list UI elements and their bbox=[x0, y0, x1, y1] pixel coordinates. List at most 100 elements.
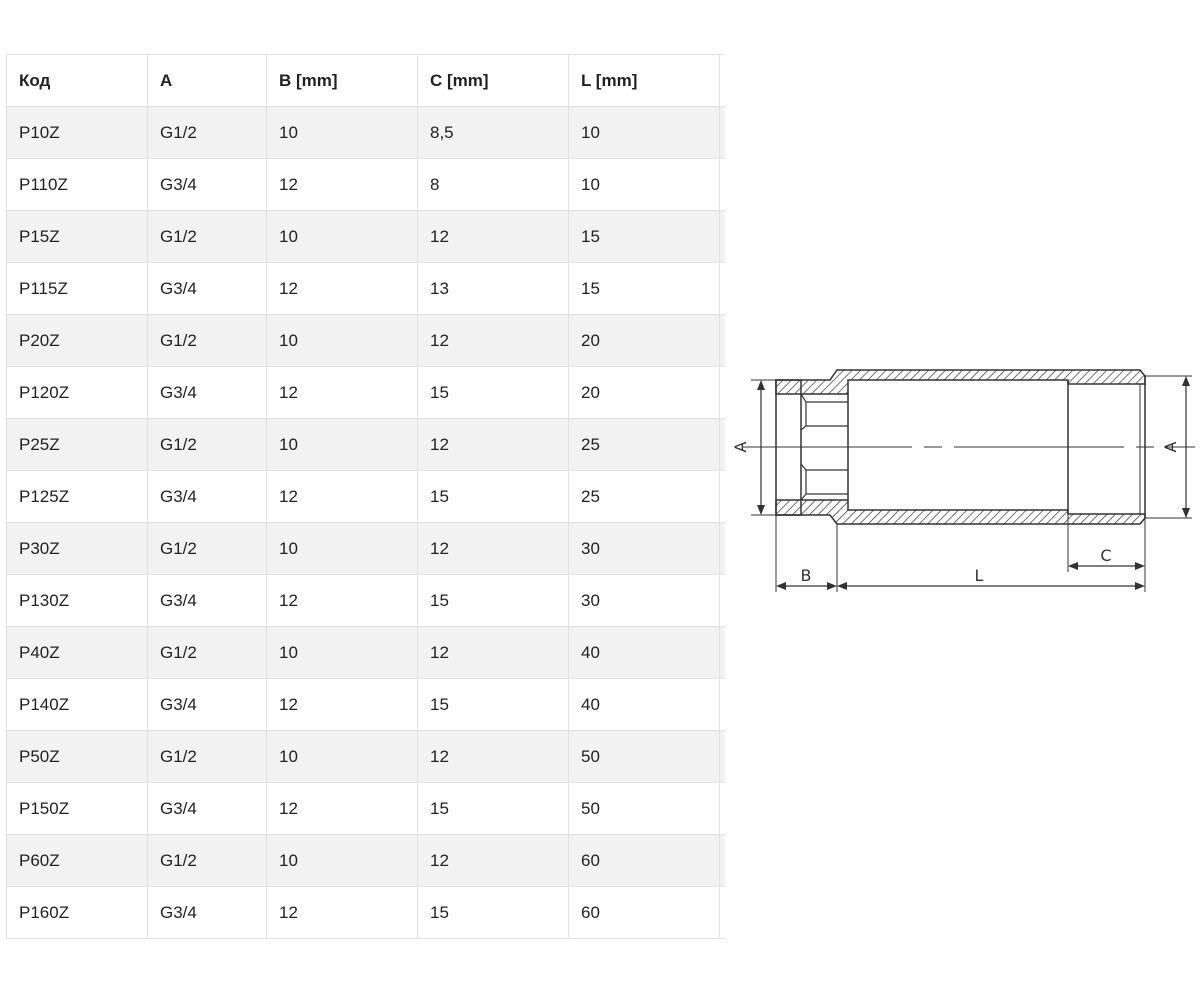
table-cell: P15Z bbox=[6, 210, 148, 263]
table-cell: P120Z bbox=[6, 366, 148, 419]
fitting-drawing: A A B L C bbox=[734, 369, 1195, 592]
table-row-edge bbox=[719, 366, 725, 419]
table-cell: 30 bbox=[568, 522, 720, 575]
table-cell: P130Z bbox=[6, 574, 148, 627]
table-cell: G3/4 bbox=[147, 886, 267, 939]
table-row-edge bbox=[719, 834, 725, 887]
table-cell: P60Z bbox=[6, 834, 148, 887]
table-cell: 10 bbox=[266, 106, 418, 159]
hex-nut-outline bbox=[775, 379, 802, 516]
table-cell: 12 bbox=[266, 262, 418, 315]
table-cell: 12 bbox=[417, 834, 569, 887]
table-cell: 10 bbox=[568, 158, 720, 211]
table-cell: P25Z bbox=[6, 418, 148, 471]
table-cell: G1/2 bbox=[147, 106, 267, 159]
table-cell: P110Z bbox=[6, 158, 148, 211]
table-row-edge bbox=[719, 678, 725, 731]
table-cell: G3/4 bbox=[147, 782, 267, 835]
label-l: L bbox=[975, 566, 984, 585]
table-cell: 15 bbox=[417, 782, 569, 835]
table-cell: P30Z bbox=[6, 522, 148, 575]
table-cell: P125Z bbox=[6, 470, 148, 523]
table-cell: P50Z bbox=[6, 730, 148, 783]
table-cell: 10 bbox=[266, 418, 418, 471]
table-row-edge bbox=[719, 626, 725, 679]
table-cell: 12 bbox=[417, 626, 569, 679]
table-cell: 12 bbox=[266, 158, 418, 211]
fitting-bottom-wall bbox=[775, 499, 1146, 525]
table-cell: 15 bbox=[417, 886, 569, 939]
header-code: Код bbox=[6, 54, 148, 107]
hex-nut-faces bbox=[800, 393, 848, 501]
table-cell: 12 bbox=[266, 366, 418, 419]
table-cell: 25 bbox=[568, 470, 720, 523]
header-b: B [mm] bbox=[266, 54, 418, 107]
table-cell: G1/2 bbox=[147, 730, 267, 783]
table-cell: 50 bbox=[568, 782, 720, 835]
table-cell: 12 bbox=[266, 678, 418, 731]
table-cell: G1/2 bbox=[147, 314, 267, 367]
table-cell: 12 bbox=[266, 470, 418, 523]
table-cell: G3/4 bbox=[147, 366, 267, 419]
table-cell: 15 bbox=[417, 470, 569, 523]
table-cell: P150Z bbox=[6, 782, 148, 835]
table-cell: P115Z bbox=[6, 262, 148, 315]
table-cell: 12 bbox=[417, 314, 569, 367]
table-cell: 50 bbox=[568, 730, 720, 783]
table-cell: 10 bbox=[266, 522, 418, 575]
table-cell: 10 bbox=[266, 834, 418, 887]
table-cell: G1/2 bbox=[147, 834, 267, 887]
table-cell: P20Z bbox=[6, 314, 148, 367]
table-cell: 15 bbox=[568, 262, 720, 315]
table-row-edge bbox=[719, 210, 725, 263]
table-cell: 60 bbox=[568, 834, 720, 887]
table-cell: G1/2 bbox=[147, 626, 267, 679]
table-row-edge bbox=[719, 418, 725, 471]
table-cell: P140Z bbox=[6, 678, 148, 731]
table-cell: 12 bbox=[417, 522, 569, 575]
table-cell: P10Z bbox=[6, 106, 148, 159]
table-cell: 13 bbox=[417, 262, 569, 315]
table-cell: 15 bbox=[417, 574, 569, 627]
table-cell: 12 bbox=[266, 782, 418, 835]
table-cell: 15 bbox=[417, 366, 569, 419]
table-cell: G3/4 bbox=[147, 470, 267, 523]
header-edge bbox=[719, 54, 725, 107]
table-row-edge bbox=[719, 470, 725, 523]
table-cell: G1/2 bbox=[147, 210, 267, 263]
header-a: A bbox=[147, 54, 267, 107]
table-cell: 40 bbox=[568, 678, 720, 731]
table-cell: 12 bbox=[417, 418, 569, 471]
label-b: B bbox=[801, 566, 812, 585]
table-cell: 12 bbox=[266, 574, 418, 627]
table-cell: 30 bbox=[568, 574, 720, 627]
table-row-edge bbox=[719, 782, 725, 835]
table-cell: G3/4 bbox=[147, 678, 267, 731]
table-cell: 8,5 bbox=[417, 106, 569, 159]
table-cell: P40Z bbox=[6, 626, 148, 679]
table-cell: 60 bbox=[568, 886, 720, 939]
label-a-left: A bbox=[734, 441, 750, 452]
table-row-edge bbox=[719, 262, 725, 315]
table-cell: 25 bbox=[568, 418, 720, 471]
table-row-edge bbox=[719, 522, 725, 575]
table-row-edge bbox=[719, 886, 725, 939]
table-row-edge bbox=[719, 574, 725, 627]
table-cell: 20 bbox=[568, 314, 720, 367]
